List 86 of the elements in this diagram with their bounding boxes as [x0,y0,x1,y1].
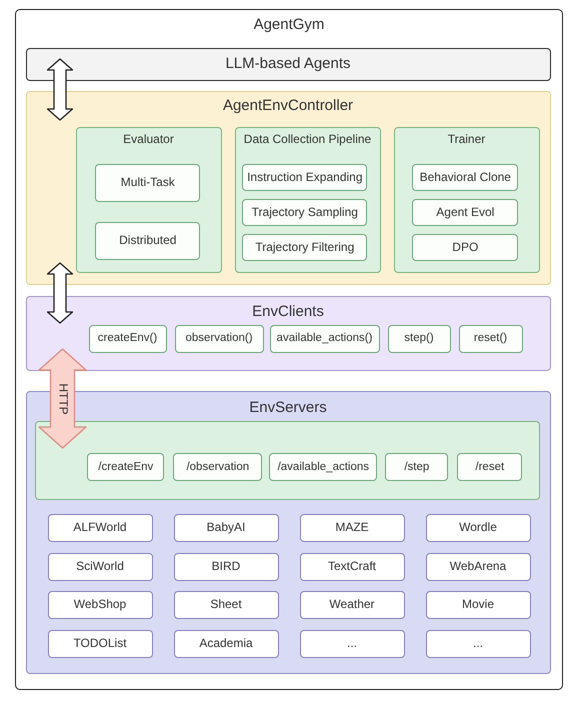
component-label: DPO [452,240,478,255]
endpoint-box [173,453,262,482]
component-box [242,199,368,226]
panel-title: EnvClients [252,302,324,320]
component-label: Trajectory Sampling [252,206,358,220]
environment-label: WebArena [450,560,506,574]
environment-label: ... [472,636,483,650]
environment-label: SciWorld [76,560,124,574]
module-panel [394,126,540,272]
component-label: Behavioral Clone [420,170,511,185]
endpoint-box [87,453,164,482]
environment-box [174,552,278,580]
environment-box [426,514,530,542]
api-panel [34,420,540,500]
environment-box [48,514,152,542]
method-label: observation() [185,332,253,346]
component-label: Distributed [119,234,176,248]
environment-label: MAZE [335,520,369,534]
method-label: reset() [474,332,508,346]
component-box [242,234,368,262]
component-box [412,164,518,192]
environment-box [174,630,278,658]
method-box [88,324,166,352]
panel-title: AgentEnvController [222,96,354,114]
endpoint-label: /reset [475,460,504,474]
environment-box [300,514,404,542]
environment-label: TODOList [73,636,127,650]
environment-label: Weather [329,598,375,612]
agents-layer-bar [26,48,550,80]
environment-box [426,552,530,580]
environment-box [300,552,404,580]
component-box [242,164,368,192]
method-label: step() [404,332,434,346]
endpoint-box [269,453,378,482]
module-panel [76,126,222,272]
component-label: Multi-Task [120,176,175,190]
endpoint-label: /observation [186,460,250,474]
environment-box [174,590,278,618]
double-arrow [46,262,74,324]
environment-label: BabyAI [206,520,246,534]
environment-box [48,630,152,658]
environment-label: Sheet [210,598,242,612]
component-box [412,199,518,226]
module-title: Evaluator [123,132,174,146]
method-box [388,324,450,352]
method-box [174,324,264,352]
component-label: Agent Evol [436,206,494,220]
component-label: Trajectory Filtering [255,240,354,255]
endpoint-label: /step [404,460,430,474]
environment-label: Academia [199,636,253,650]
panel-title: EnvServers [249,398,327,416]
environment-label: WebShop [74,598,126,612]
environment-box [300,590,404,618]
environment-label: Movie [462,598,494,612]
framework-frame [15,9,563,690]
clients-panel [26,296,550,370]
environment-box [48,590,152,618]
endpoint-label: /createEnv [98,460,154,474]
environment-label: ... [346,636,357,650]
module-panel [234,126,380,272]
method-box [458,324,522,352]
double-arrow [46,58,74,121]
environment-box [174,514,278,542]
environment-label: BIRD [212,560,240,574]
environment-box [300,630,404,658]
environment-box [426,630,530,658]
endpoint-box [457,453,522,482]
component-box [412,234,518,262]
environment-box [426,590,530,618]
layer-title: LLM-based Agents [225,55,351,73]
method-box [270,324,380,352]
module-title: Data Collection Pipeline [244,132,372,146]
framework-title: AgentGym [254,16,324,34]
controller-panel [26,90,550,284]
environment-label: TextCraft [328,560,376,574]
endpoint-box [385,453,448,482]
module-title: Trainer [448,132,486,146]
component-box [95,222,200,260]
endpoint-label: /available_actions [278,460,369,474]
environment-label: ALFWorld [73,520,127,534]
method-label: available_actions() [276,332,372,346]
component-box [95,164,200,202]
component-label: Instruction Expanding [247,170,362,185]
environment-box [48,552,152,580]
environment-label: Wordle [459,520,497,534]
method-label: createEnv() [98,332,158,346]
